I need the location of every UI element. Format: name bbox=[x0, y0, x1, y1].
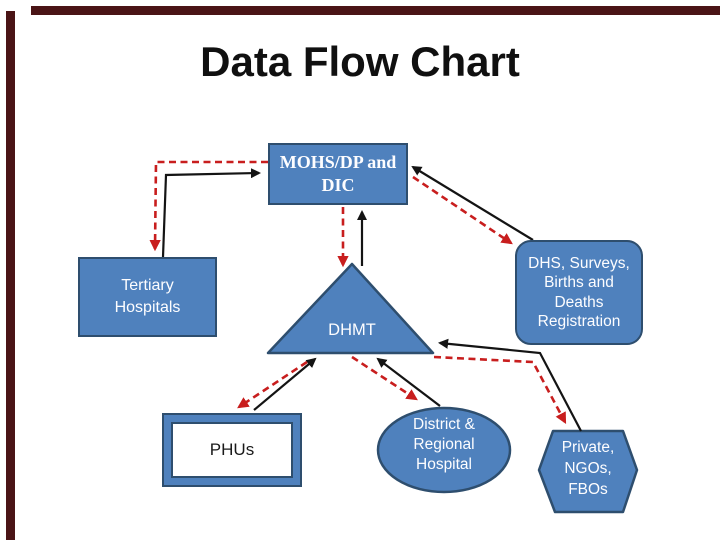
arrow-district-to-dhmt-black bbox=[376, 357, 441, 407]
slide-title: Data Flow Chart bbox=[200, 38, 520, 85]
dhs-label-line: Births and bbox=[544, 274, 614, 291]
tertiary-hospitals-box: Tertiary Hospitals bbox=[78, 257, 217, 337]
district-ellipse-shape bbox=[376, 406, 512, 494]
arrow-dhmt-to-district-red bbox=[351, 355, 418, 401]
mohs-label-line: MOHS/DP and bbox=[279, 152, 397, 172]
phus-inner-panel: PHUs bbox=[171, 422, 293, 478]
arrow-dhmt-to-private-red bbox=[433, 355, 567, 425]
dhs-label-line: Registration bbox=[537, 313, 621, 330]
tertiary-label-line: Hospitals bbox=[114, 299, 181, 316]
arrow-tertiary-to-mohs-black bbox=[161, 168, 262, 258]
dhs-label-line: Deaths bbox=[554, 293, 604, 311]
district-hospital-label: District & Regional Hospital bbox=[413, 416, 475, 473]
dhs-surveys-box: DHS, Surveys, Births and Deaths Registra… bbox=[515, 240, 643, 345]
arrow-private-to-dhmt-black bbox=[437, 338, 582, 432]
phus-label: PHUs bbox=[209, 440, 255, 459]
dhmt-label: DHMT bbox=[328, 321, 376, 339]
arrow-phus-to-dhmt-black bbox=[253, 357, 317, 411]
theme-left-bar bbox=[6, 11, 15, 540]
phus-box: PHUs bbox=[162, 413, 302, 487]
arrow-dhmt-to-phus-red bbox=[237, 360, 308, 409]
theme-top-bar bbox=[31, 6, 720, 15]
tertiary-label-line: Tertiary bbox=[121, 277, 174, 294]
dhmt-triangle-shape bbox=[266, 262, 435, 355]
mohs-label-line: DIC bbox=[321, 175, 355, 195]
arrow-dhs-to-mohs-black bbox=[411, 165, 534, 241]
arrow-mohs-to-dhs-red bbox=[412, 175, 513, 245]
mohs-dp-dic-box: MOHS/DP and DIC bbox=[268, 143, 408, 205]
arrow-mohs-to-tertiary-red bbox=[149, 160, 268, 252]
private-hexagon-shape bbox=[537, 429, 639, 514]
dhs-label-line: DHS, Surveys, bbox=[528, 254, 630, 272]
private-ngos-label: Private, NGOs, FBOs bbox=[561, 439, 615, 498]
